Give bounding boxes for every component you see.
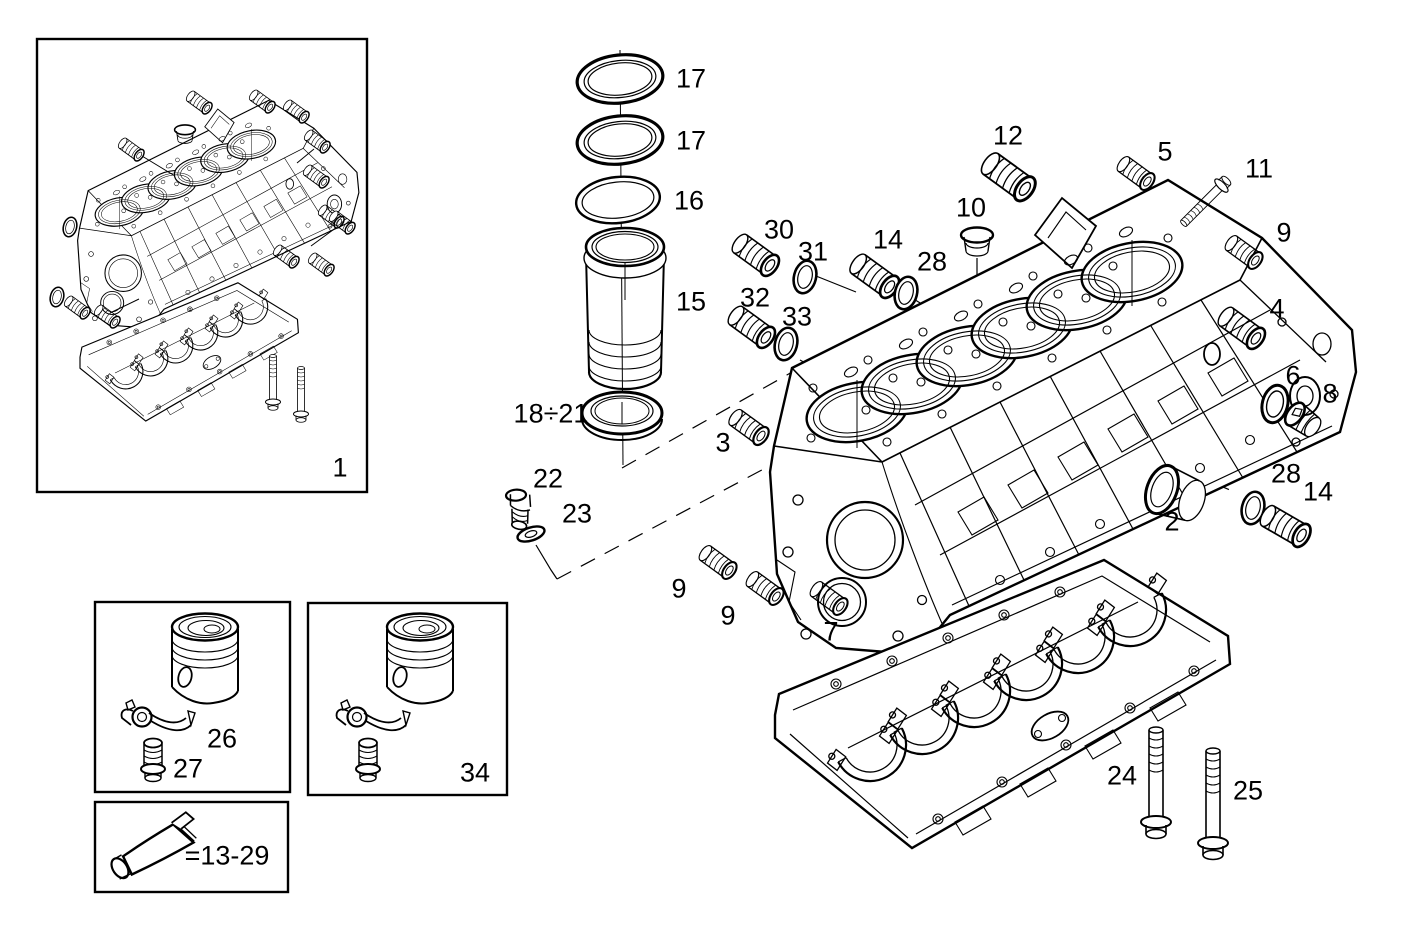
plug-12: [975, 147, 1042, 207]
inset-box-34-border: [306, 601, 509, 797]
liner-kit-drawing: [574, 53, 667, 441]
oring-17-upper: [575, 53, 665, 105]
plug-3: [724, 405, 773, 449]
plug-5: [1113, 152, 1159, 194]
inset-box-34: [306, 601, 509, 797]
cylinder-liner-15: [583, 226, 667, 391]
inset-box-26-27-border: [93, 600, 292, 794]
plug-9a: [695, 541, 741, 583]
seal-31: [789, 257, 821, 297]
seal-ring-16: [574, 175, 662, 225]
oring-17-lower: [575, 114, 665, 166]
inset-box-1: [35, 37, 369, 494]
plug-30: [727, 229, 784, 281]
bolt-24: [1140, 726, 1172, 840]
inset-box-13-29: [93, 800, 290, 894]
inset-box-1-border: [35, 37, 369, 494]
plug-32: [723, 301, 780, 353]
inset-box-13-29-border: [93, 800, 290, 894]
fitting-22: [498, 484, 535, 532]
sealant-tube-13-29: [99, 809, 207, 885]
bottom-seal-18-21: [580, 390, 664, 441]
inset-box-26-27: [93, 600, 292, 794]
piston-kit-26-27: [120, 612, 240, 783]
plug-14-right: [1255, 500, 1316, 552]
cup-plug-10: [959, 226, 995, 258]
piston-kit-34: [335, 612, 455, 783]
bolt-25: [1197, 747, 1229, 861]
